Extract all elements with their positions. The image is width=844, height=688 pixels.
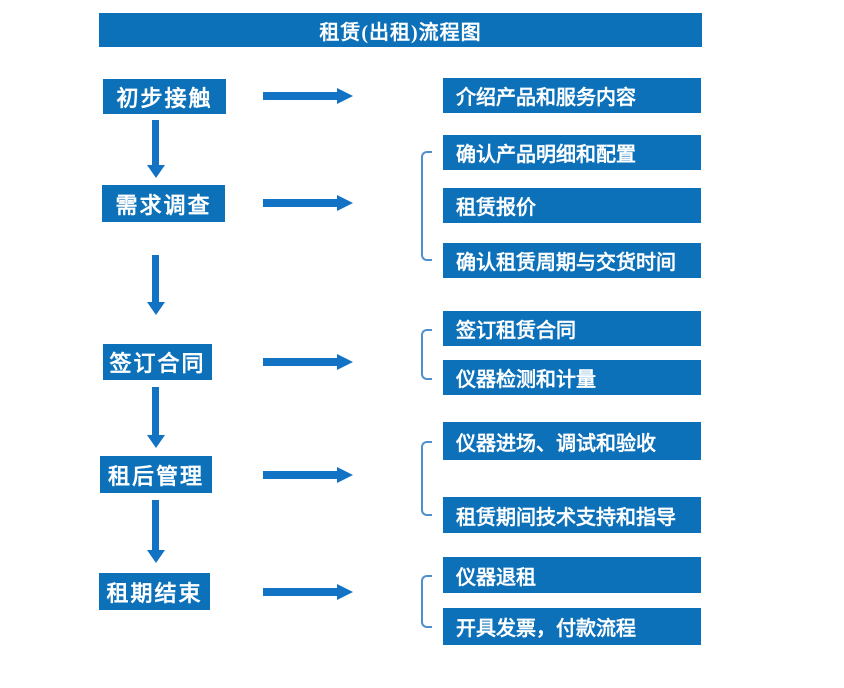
group-bracket-lease-end <box>421 575 432 628</box>
arrow-shaft <box>263 358 339 366</box>
down-arrow-3 <box>147 387 165 448</box>
detail-node-instrument-testing: 仪器检测和计量 <box>443 360 701 395</box>
arrow-head-icon <box>337 195 353 211</box>
down-arrow-2 <box>147 255 165 315</box>
arrow-head-icon <box>147 165 165 178</box>
detail-node-instrument-return: 仪器退租 <box>443 557 701 593</box>
detail-node-confirm-product-details: 确认产品明细和配置 <box>443 135 701 170</box>
arrow-shaft <box>152 120 159 165</box>
stage-node-post-rental-management: 租后管理 <box>100 456 212 493</box>
arrow-head-icon <box>147 435 165 448</box>
group-bracket-post-rental <box>421 441 432 516</box>
detail-node-introduce-products: 介绍产品和服务内容 <box>443 78 701 113</box>
arrow-shaft <box>152 387 159 435</box>
arrow-shaft <box>263 588 339 596</box>
stage-node-initial-contact: 初步接触 <box>103 79 226 114</box>
right-arrow-row2 <box>263 195 353 211</box>
right-arrow-row1 <box>263 88 353 104</box>
arrow-head-icon <box>337 467 353 483</box>
right-arrow-row5 <box>263 584 353 600</box>
arrow-head-icon <box>337 584 353 600</box>
stage-node-demand-survey: 需求调查 <box>102 185 225 222</box>
group-bracket-sign-contract <box>421 329 432 380</box>
diagram-title: 租赁(出租)流程图 <box>99 13 702 47</box>
arrow-shaft <box>152 500 159 550</box>
detail-node-sign-rental-contract: 签订租赁合同 <box>443 311 701 346</box>
detail-node-rental-quotation: 租赁报价 <box>443 188 701 223</box>
arrow-head-icon <box>337 354 353 370</box>
detail-node-technical-support: 租赁期间技术支持和指导 <box>443 497 701 533</box>
arrow-shaft <box>152 255 159 302</box>
arrow-shaft <box>263 92 339 100</box>
detail-node-confirm-period-delivery: 确认租赁周期与交货时间 <box>443 243 701 278</box>
arrow-shaft <box>263 471 339 479</box>
arrow-head-icon <box>147 550 165 563</box>
arrow-head-icon <box>147 302 165 315</box>
group-bracket-demand-survey <box>421 151 432 261</box>
arrow-head-icon <box>337 88 353 104</box>
right-arrow-row3 <box>263 354 353 370</box>
detail-node-instrument-setup-acceptance: 仪器进场、调试和验收 <box>443 422 701 460</box>
stage-node-lease-end: 租期结束 <box>99 573 210 610</box>
detail-node-invoice-payment: 开具发票，付款流程 <box>443 608 701 645</box>
stage-node-sign-contract: 签订合同 <box>103 344 212 380</box>
arrow-shaft <box>263 199 339 207</box>
down-arrow-1 <box>147 120 165 178</box>
down-arrow-4 <box>147 500 165 563</box>
right-arrow-row4 <box>263 467 353 483</box>
